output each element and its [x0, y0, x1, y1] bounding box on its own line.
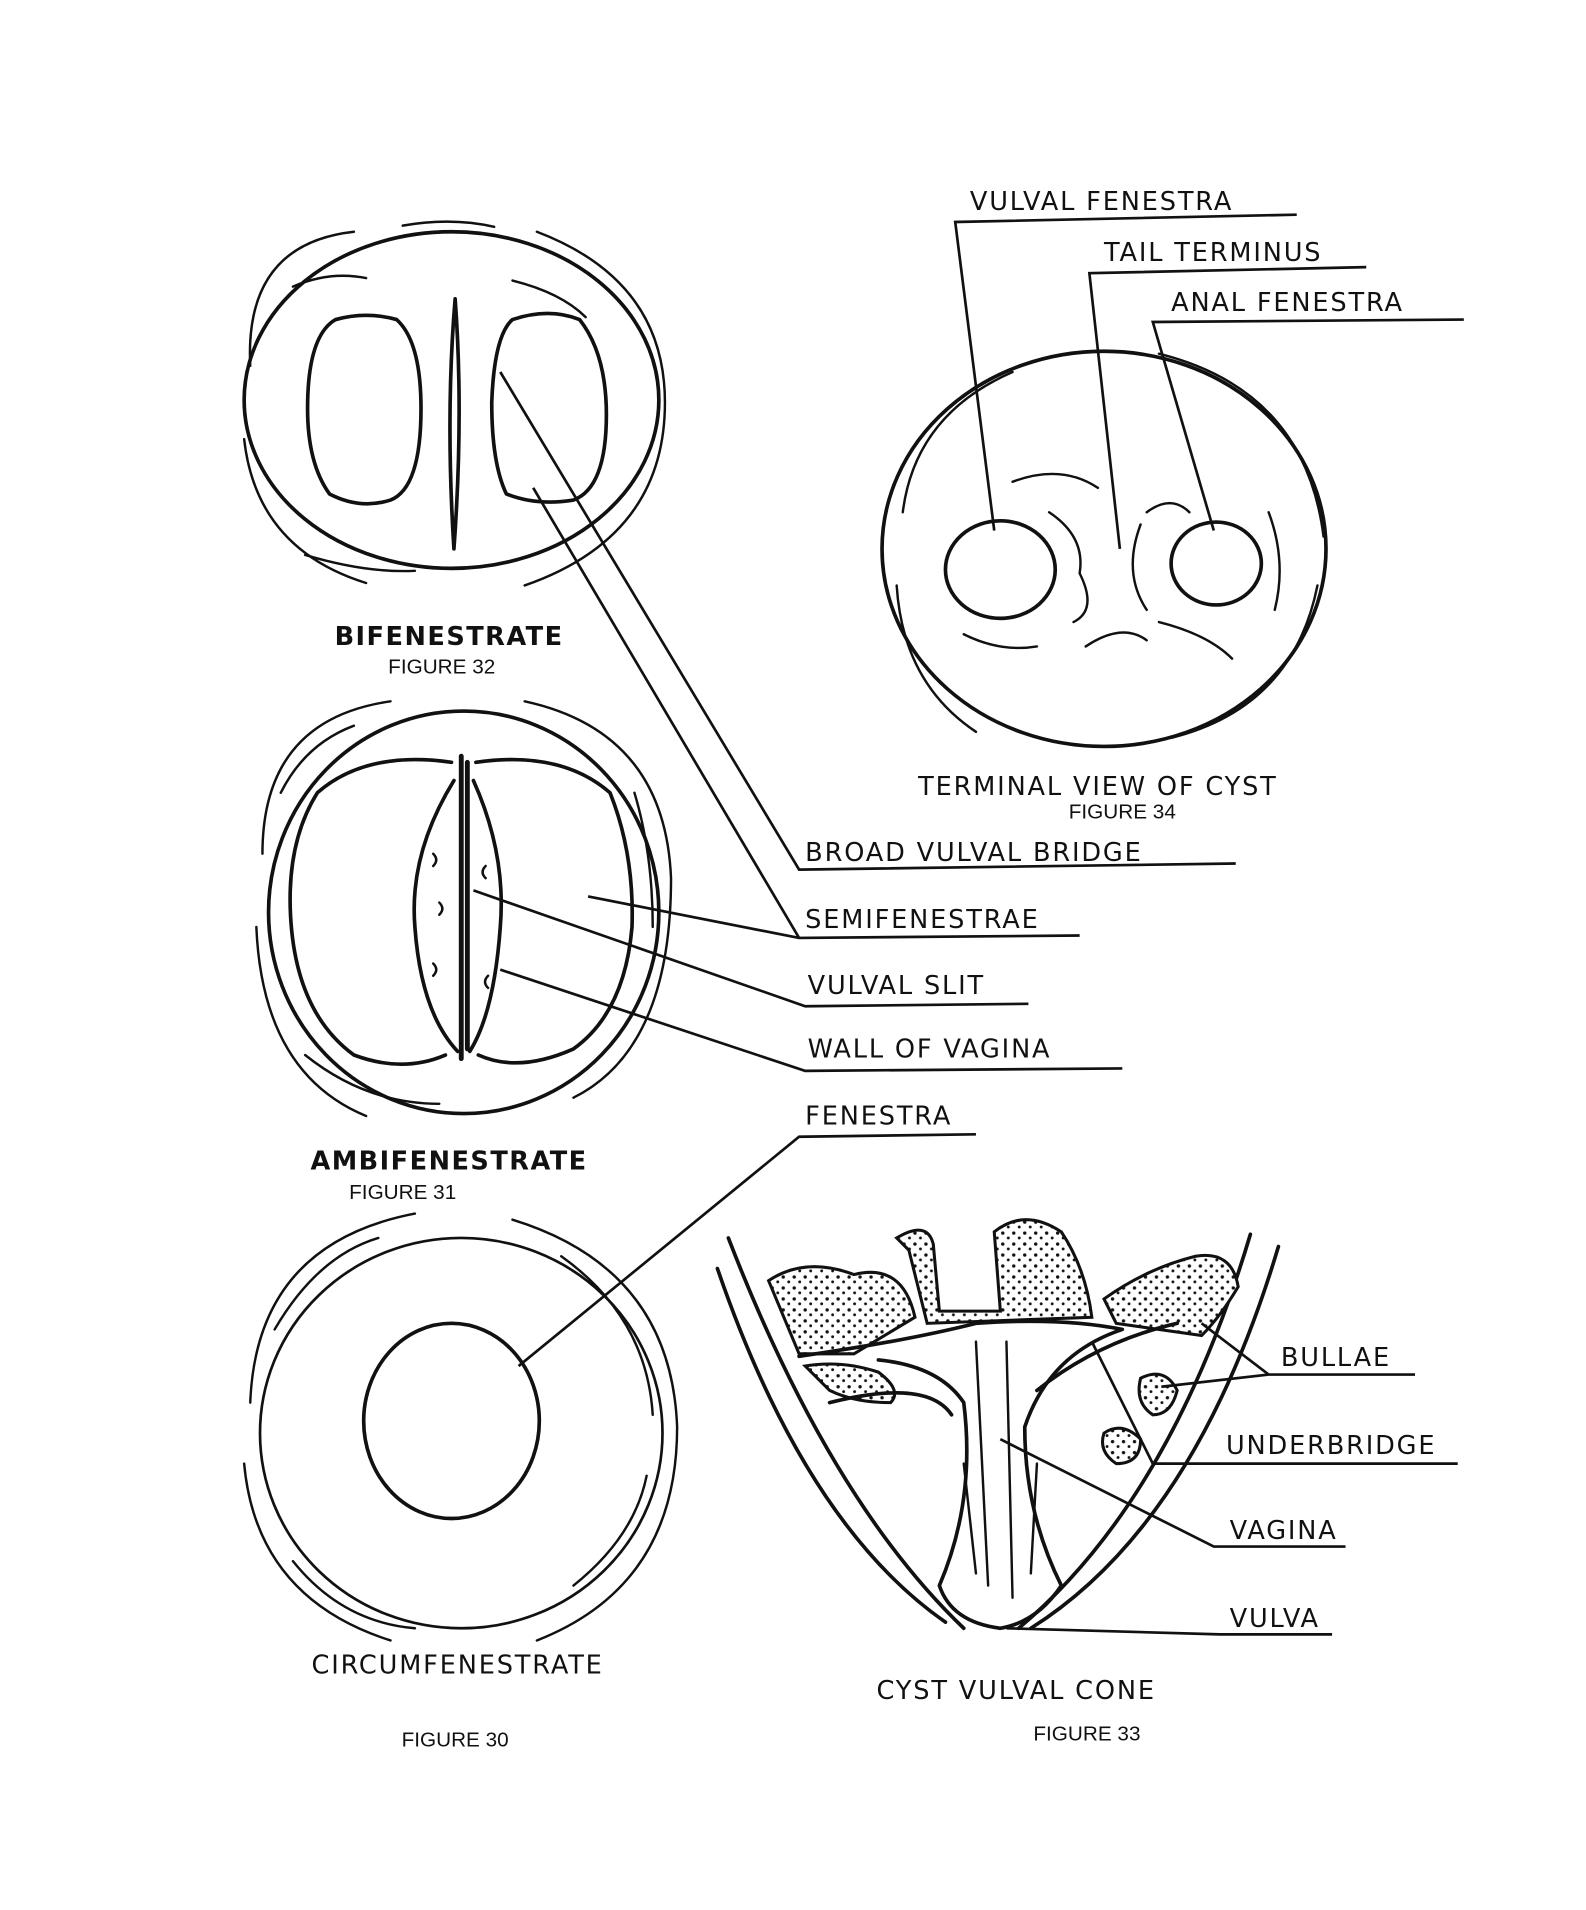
figure-31-ambifenestrate: AMBIFENESTRATE FIGURE 31 — [255, 700, 673, 1204]
label-text: VULVAL FENESTRA — [970, 187, 1233, 217]
label-vulval-fenestra: VULVAL FENESTRA — [953, 187, 1297, 531]
figure-30-number: FIGURE 30 — [402, 1729, 509, 1752]
label-tail-terminus: TAIL TERMINUS — [1087, 238, 1367, 549]
figure-30-circumfenestrate: CIRCUMFENESTRATE FIGURE 30 — [242, 1212, 679, 1752]
label-text: WALL OF VAGINA — [808, 1034, 1052, 1064]
figure-32-title: BIFENESTRATE — [335, 622, 564, 652]
label-underbridge: UNDERBRIDGE — [1090, 1341, 1458, 1465]
label-text: BULLAE — [1281, 1343, 1391, 1373]
label-text: VULVA — [1230, 1604, 1320, 1634]
label-text: VULVAL SLIT — [808, 971, 985, 1001]
figure-34-number: FIGURE 34 — [1069, 800, 1176, 823]
label-fenestra: FENESTRA — [517, 1102, 976, 1368]
figure-34-terminal-view: TERMINAL VIEW OF CYST FIGURE 34 — [880, 349, 1328, 823]
label-wall-of-vagina: WALL OF VAGINA — [499, 968, 1123, 1073]
figure-31-number: FIGURE 31 — [349, 1181, 456, 1204]
label-semifenestrae: SEMIFENESTRAE — [532, 487, 1080, 940]
label-bullae: BULLAE — [1161, 1322, 1416, 1389]
label-vulval-slit: VULVAL SLIT — [473, 889, 1029, 1008]
label-text: FENESTRA — [805, 1102, 952, 1132]
label-text: ANAL FENESTRA — [1171, 288, 1404, 318]
label-text: SEMIFENESTRAE — [805, 905, 1039, 935]
figure-30-title: CIRCUMFENESTRATE — [311, 1650, 603, 1680]
figure-33-number: FIGURE 33 — [1033, 1722, 1140, 1745]
figure-33-title: CYST VULVAL CONE — [877, 1676, 1156, 1706]
figure-31-title: AMBIFENESTRATE — [310, 1147, 587, 1177]
figure-33-vulval-cone: CYST VULVAL CONE FIGURE 33 — [715, 1218, 1281, 1745]
figure-34-title: TERMINAL VIEW OF CYST — [917, 772, 1278, 802]
label-text: TAIL TERMINUS — [1103, 238, 1322, 268]
label-text: UNDERBRIDGE — [1226, 1431, 1436, 1461]
label-anal-fenestra: ANAL FENESTRA — [1151, 288, 1464, 531]
figure-32-bifenestrate: BIFENESTRATE FIGURE 32 — [242, 220, 667, 678]
label-text: BROAD VULVAL BRIDGE — [805, 838, 1142, 868]
label-text: VAGINA — [1230, 1516, 1338, 1546]
label-broad-vulval-bridge: BROAD VULVAL BRIDGE — [499, 371, 1236, 871]
label-vagina: VAGINA — [999, 1438, 1346, 1548]
label-vulva: VULVA — [1006, 1604, 1333, 1636]
figure-32-number: FIGURE 32 — [388, 655, 495, 678]
